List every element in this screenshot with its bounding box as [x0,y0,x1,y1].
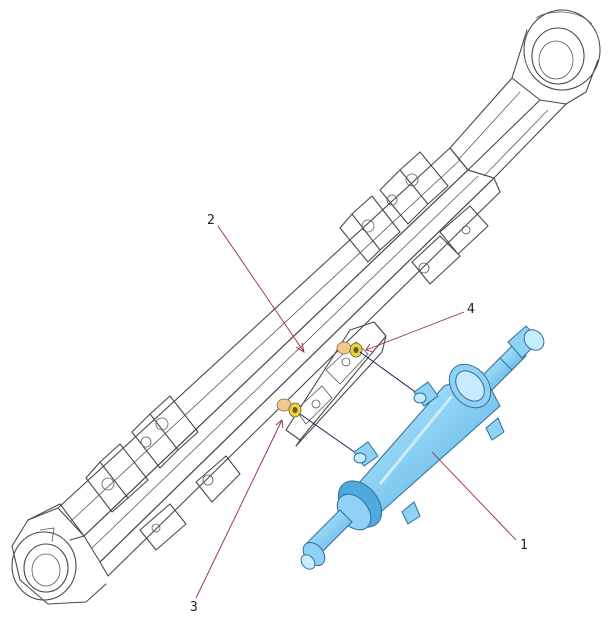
bolt-axis-lines [299,351,419,457]
hydraulic-cylinder [300,325,545,570]
callout-2: 2 [207,213,305,353]
lower-end-eye [11,503,107,605]
bracket-under-1 [411,205,489,285]
mounting-plate [285,321,387,447]
callout-4: 4 [365,302,475,353]
callout-4-label: 4 [467,302,475,317]
bracket-bottom-1 [131,395,199,469]
fastener-lower [276,398,302,418]
callout-1-label: 1 [520,538,528,553]
bracket-bottom-2 [85,443,149,513]
callout-2-label: 2 [207,213,215,228]
callout-3: 3 [190,419,284,615]
frame-beam [11,9,601,605]
fastener-upper [336,341,363,358]
upper-end-eye [511,9,601,105]
callout-1: 1 [431,451,528,553]
bracket-under-2 [139,455,241,551]
callout-3-label: 3 [190,600,198,615]
bracket-top-2 [339,195,401,263]
bracket-top-1 [379,151,449,225]
main-beam [57,147,501,577]
upper-arm [449,77,567,179]
